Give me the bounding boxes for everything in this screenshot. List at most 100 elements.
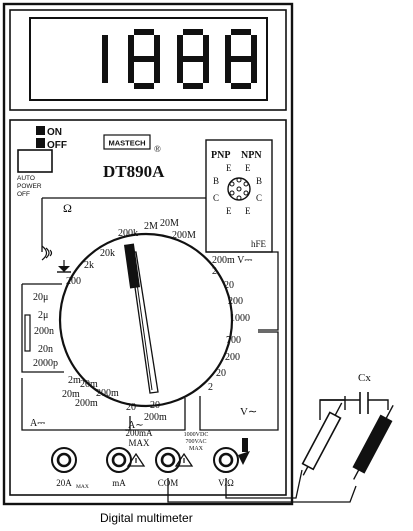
dial-range-label: 2k: [84, 260, 94, 271]
power-switch[interactable]: [17, 149, 53, 173]
jack-socket-inner: [218, 452, 234, 468]
dial-range-label: 2μ: [38, 310, 48, 321]
dial-range-label: 200n: [34, 326, 54, 337]
jack-socket[interactable]: [213, 447, 239, 473]
continuity-icon: [41, 245, 53, 261]
ohm-section-bracket: [41, 197, 206, 252]
display-bezel: [9, 9, 287, 111]
dial-range-label: 700: [226, 335, 241, 346]
aca-section-bracket: [125, 398, 186, 431]
lcd-segment: [183, 56, 203, 62]
cap-test-slot: [24, 314, 31, 352]
warning-icon: [174, 452, 194, 467]
lcd-window: [29, 17, 268, 101]
lcd-digit: [102, 35, 108, 83]
lcd-segment: [177, 59, 183, 83]
lcd-segment: [134, 29, 154, 35]
jack-socket-inner: [111, 452, 127, 468]
jack-socket-inner: [160, 452, 176, 468]
lcd-digit: [128, 29, 160, 89]
lcd-segment: [251, 35, 257, 59]
jack-rating: MAX: [189, 446, 204, 452]
input-jack[interactable]: 20A MAX: [51, 447, 89, 490]
warning-icon: [126, 452, 146, 467]
dial-range-label: 20k: [100, 248, 115, 259]
dca-section-bracket: [21, 378, 131, 431]
lcd-segment: [134, 83, 154, 89]
aca-symbol: A∼: [128, 420, 144, 431]
jack-label: mA: [112, 478, 126, 488]
acv-section-bracket: [199, 331, 279, 431]
pnp-label: PNP: [211, 150, 230, 161]
lcd-segment: [154, 35, 160, 59]
lcd-segment: [203, 35, 209, 59]
lcd-segment: [102, 35, 108, 59]
lower-panel: [9, 119, 287, 496]
dial-range-label: 20M: [160, 218, 179, 229]
lcd-reading-text: 1888: [148, 59, 151, 61]
jack-socket-inner: [56, 452, 72, 468]
ohm-symbol: Ω: [63, 201, 72, 215]
lcd-digit: [177, 29, 209, 89]
hfe-socket-holes: [227, 177, 251, 201]
dial-range-label: 20n: [38, 344, 53, 355]
dial-pointer[interactable]: [123, 243, 159, 394]
jack-rating: 200mA: [126, 428, 154, 438]
jack-socket[interactable]: [155, 447, 181, 473]
lcd-segment: [177, 35, 183, 59]
dial-range-label: 200m: [144, 412, 167, 423]
pnp-pin-b: B: [213, 176, 219, 186]
maker-badge-box: [103, 134, 151, 150]
dial-range-label: 20: [216, 368, 226, 379]
dial-range-label: 200: [66, 276, 81, 287]
test-leads: [167, 438, 357, 503]
jack-socket[interactable]: [51, 447, 77, 473]
dial-range-label: 2: [208, 382, 213, 393]
npn-pin-e-top: E: [245, 163, 251, 173]
lcd-segment: [128, 59, 134, 83]
dial-range-label: 20: [150, 400, 160, 411]
dial-range-label: 20m: [62, 389, 80, 400]
pnp-pin-e-top: E: [226, 163, 232, 173]
dial-range-label: 2: [212, 266, 217, 277]
jack-socket[interactable]: [106, 447, 132, 473]
maker-badge: MASTECH: [108, 139, 145, 148]
npn-label: NPN: [241, 150, 262, 161]
npn-pin-b: B: [256, 176, 262, 186]
dial-range-label: 20: [224, 280, 234, 291]
capacitor-label: Cx: [358, 372, 371, 384]
dial-range-label: 200: [228, 296, 243, 307]
lcd-segment: [231, 29, 251, 35]
jack-rating: MAX: [128, 438, 150, 448]
dial-range-label: 200m: [96, 388, 119, 399]
dial-range-label: 200k: [118, 228, 138, 239]
dial-range-label: 200M: [172, 230, 196, 241]
lcd-segment: [231, 83, 251, 89]
figure-caption: Digital multimeter: [100, 511, 193, 525]
lcd-segment: [102, 59, 108, 83]
dca-symbol: A⎓: [30, 418, 45, 429]
red-probe: [301, 402, 343, 476]
auto-power-off-line3: OFF: [17, 191, 30, 198]
power-on-label: ON: [47, 127, 62, 138]
power-off-indicator: [36, 138, 45, 148]
lcd-segment: [134, 56, 154, 62]
dcv-symbol: 200m V⎓: [212, 255, 252, 266]
jack-label: 20A: [56, 478, 72, 488]
dial-range-label: 20m: [80, 379, 98, 390]
power-off-label: OFF: [47, 140, 67, 151]
jack-sublabel: MAX: [76, 484, 89, 490]
dial-range-label: 1000: [230, 313, 250, 324]
power-on-indicator: [36, 126, 45, 135]
jack-rating: 1000VDC: [184, 432, 209, 438]
dial-range-label: 2m: [68, 375, 81, 386]
dial-range-label: 2000p: [33, 358, 58, 369]
lcd-segment: [231, 56, 251, 62]
auto-power-off-line1: AUTO: [17, 175, 35, 182]
lcd-segment: [183, 29, 203, 35]
dial-range-label: 200: [225, 352, 240, 363]
lcd-segment: [128, 35, 134, 59]
